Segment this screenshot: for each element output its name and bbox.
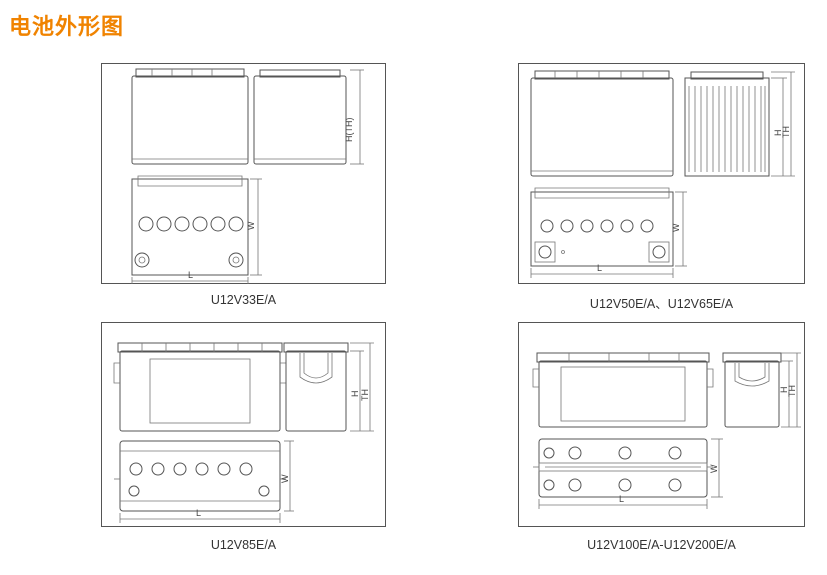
battery-drawing-panel-1: H(TH) W L	[101, 63, 386, 284]
length-label: L	[188, 270, 193, 280]
battery-outline-drawing: H(TH) W L	[131, 68, 364, 284]
model-caption-1: U12V33E/A	[210, 293, 277, 307]
length-label: L	[196, 508, 201, 518]
width-label: W	[246, 221, 256, 230]
height-label: H	[773, 130, 783, 137]
battery-drawing-panel-2: H TH W L	[518, 63, 805, 284]
battery-outline-drawing: H TH W L	[113, 342, 374, 523]
height-label: H	[350, 391, 360, 398]
total-height-label: TH	[781, 126, 791, 138]
total-height-label: TH	[360, 389, 370, 401]
height-label: H	[779, 387, 789, 394]
length-label: L	[619, 494, 624, 504]
width-label: W	[709, 464, 719, 473]
battery-outline-drawing: H TH W L	[530, 70, 795, 278]
battery-outline-drawing: H TH W L	[532, 352, 801, 509]
model-caption-2: U12V50E/A、U12V65E/A	[589, 297, 734, 311]
battery-drawing-panel-4: H TH W L	[518, 322, 805, 527]
width-label: W	[671, 223, 681, 232]
battery-drawing-panel-3: H TH W L	[101, 322, 386, 527]
model-caption-3: U12V85E/A	[210, 538, 277, 552]
page-title: 电池外形图	[9, 15, 125, 40]
width-label: W	[280, 474, 290, 483]
length-label: L	[597, 263, 602, 273]
model-caption-4: U12V100E/A-U12V200E/A	[587, 538, 736, 552]
height-label: H(TH)	[344, 118, 354, 143]
total-height-label: TH	[787, 385, 797, 397]
